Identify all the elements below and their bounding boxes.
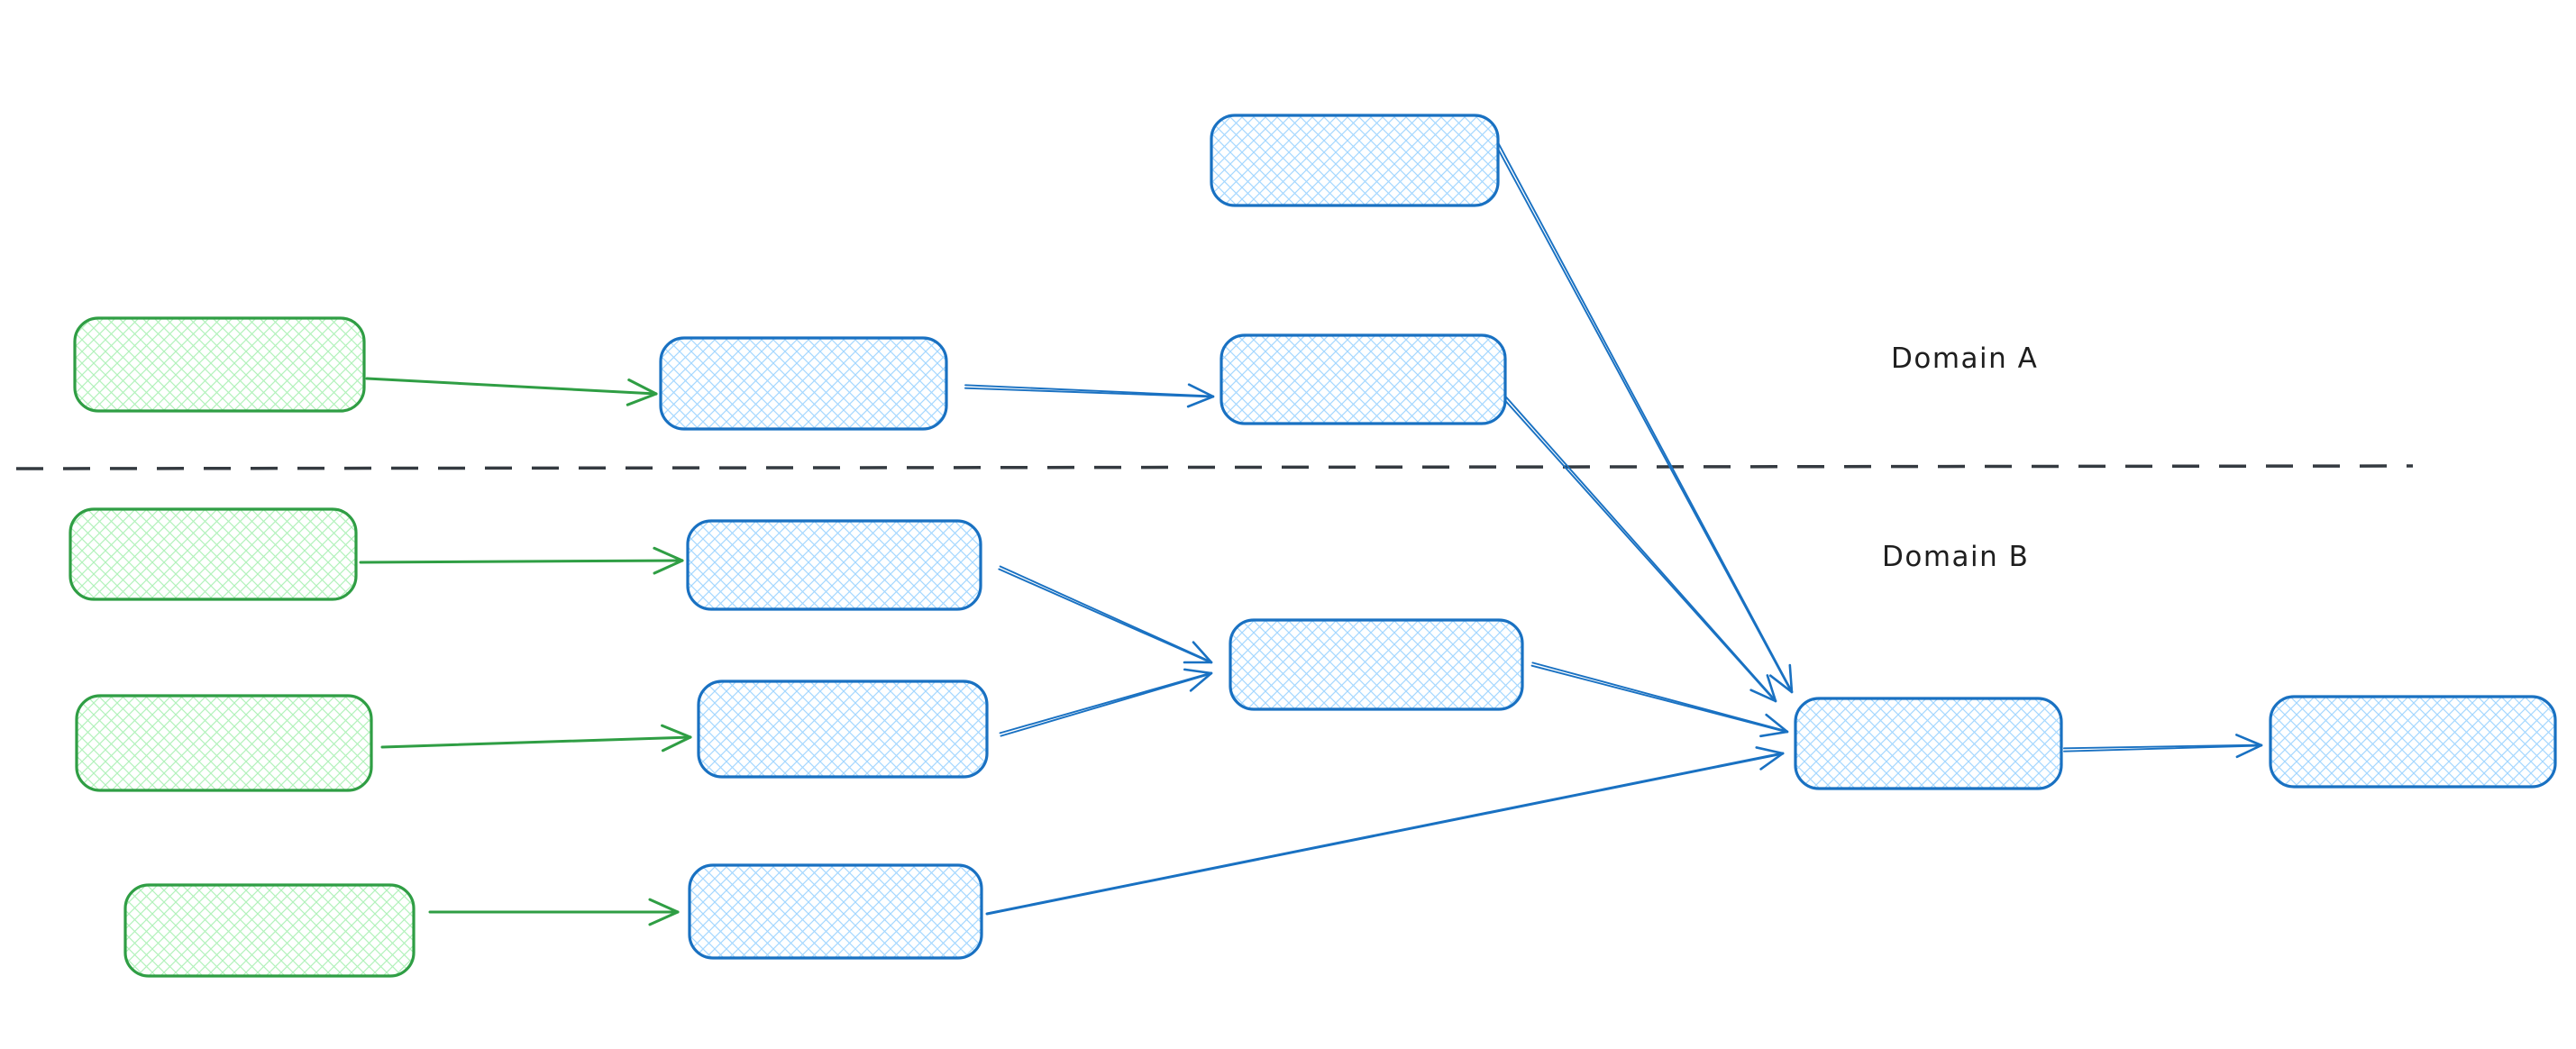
edge-green-a-to-a1[interactable] [365, 377, 658, 406]
domain-a-label[interactable]: Domain A [1891, 342, 2038, 375]
edge-b2-to-join[interactable] [999, 668, 1213, 737]
domain-b-label[interactable]: Domain B [1882, 541, 2029, 573]
node-green-b1[interactable] [69, 507, 358, 601]
node-blue-a1[interactable] [659, 336, 948, 431]
edge-top-to-converge[interactable] [1494, 141, 1794, 694]
edge-b3-to-converge[interactable] [985, 746, 1785, 916]
node-green-b3[interactable] [123, 883, 416, 978]
node-blue-final[interactable] [2269, 695, 2557, 789]
edge-join-to-converge[interactable] [1530, 661, 1789, 738]
edge-green-b2-to-b2[interactable] [380, 724, 692, 753]
edge-b1-to-join[interactable] [998, 565, 1213, 664]
node-green-domain-a[interactable] [73, 316, 366, 413]
edge-green-b3-to-b3[interactable] [428, 898, 680, 926]
edge-a2-to-converge[interactable] [1503, 396, 1777, 703]
node-top-blue[interactable] [1210, 114, 1500, 207]
node-blue-b1[interactable] [686, 519, 982, 611]
node-blue-join[interactable] [1229, 618, 1524, 711]
node-blue-b2[interactable] [697, 680, 989, 779]
edge-a1-to-a2[interactable] [964, 383, 1215, 408]
edge-converge-to-final[interactable] [2063, 734, 2263, 759]
node-blue-converge[interactable] [1794, 697, 2063, 790]
node-blue-a2[interactable] [1219, 333, 1507, 425]
node-green-b2[interactable] [75, 694, 373, 792]
node-blue-b3[interactable] [688, 863, 983, 960]
domain-divider[interactable] [15, 464, 2414, 470]
edge-green-b1-to-b1[interactable] [359, 546, 684, 575]
